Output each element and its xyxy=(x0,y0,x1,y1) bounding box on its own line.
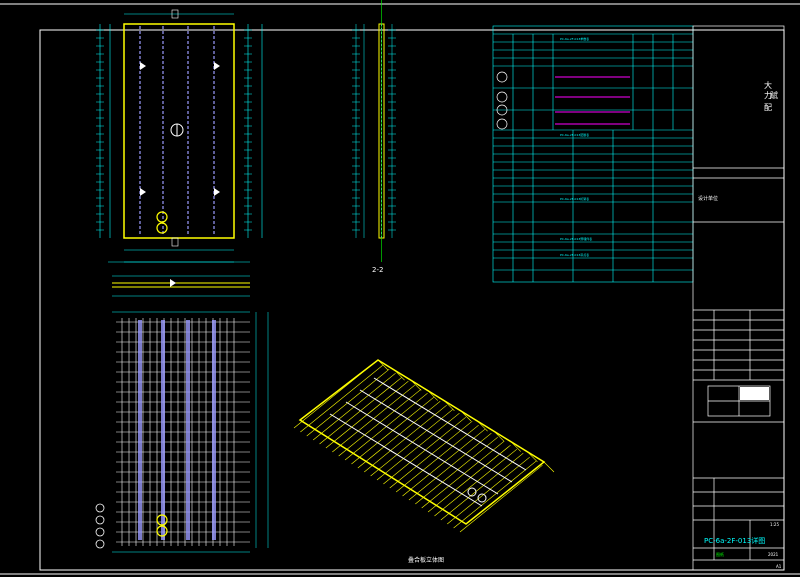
cad-line xyxy=(306,368,390,437)
cad-line xyxy=(440,452,524,521)
cad-line xyxy=(408,432,492,501)
rebar-plan-view xyxy=(95,311,269,553)
top-plan-view xyxy=(96,9,263,263)
cad-line xyxy=(477,420,488,432)
table4-title: PC-6a-2F-013预埋件表 xyxy=(560,236,592,241)
section-2-2-view: 2-2 xyxy=(352,0,396,274)
axonometric-view: 叠合板立体图 xyxy=(293,359,555,564)
cad-line xyxy=(444,400,455,412)
title-block-fill xyxy=(740,387,769,400)
cad-line xyxy=(394,369,405,381)
schedule-tables xyxy=(492,25,694,283)
cad-line xyxy=(427,390,439,401)
cad-line xyxy=(395,424,479,493)
cad-line xyxy=(543,461,555,473)
table5-title: PC-6a-2F-013吊点表 xyxy=(560,252,589,257)
cad-line xyxy=(459,464,543,533)
cad-line xyxy=(447,456,530,525)
cad-line xyxy=(293,360,377,429)
project-label: 设计单位 xyxy=(698,195,718,202)
table-bar-shapes xyxy=(555,76,630,125)
company-char-4: 配 xyxy=(764,103,772,112)
cad-line xyxy=(460,410,472,422)
table1-title: PC-6a-2F-013参数表 xyxy=(560,36,589,41)
table2-title: PC-6a-2F-013配筋表 xyxy=(560,132,589,137)
cad-line xyxy=(427,444,511,513)
cad-line xyxy=(421,440,505,509)
table-small-text: PC-6a-2F-013参数表 PC-6a-2F-013配筋表 PC-6a-2F… xyxy=(560,36,592,257)
table-circles xyxy=(496,71,508,130)
cad-line xyxy=(389,420,473,489)
company-char-2: 力 xyxy=(764,90,772,100)
version-value: A1 xyxy=(776,564,782,569)
cad-line xyxy=(410,380,422,391)
title-block xyxy=(692,25,785,571)
table3-title: PC-6a-2F-013桁架表 xyxy=(560,196,589,201)
axon-caption: 叠合板立体图 xyxy=(408,556,444,564)
drawing-number: PC-6a-2F-013详图 xyxy=(704,536,765,545)
cad-line xyxy=(364,404,447,473)
cad-line xyxy=(300,364,384,433)
bottom-tag: 图纸 xyxy=(716,551,724,557)
cad-line xyxy=(370,408,454,477)
cad-line xyxy=(402,428,486,497)
cad-line xyxy=(453,460,537,529)
section-label: 2-2 xyxy=(372,266,383,274)
cad-line xyxy=(434,448,518,517)
cad-line xyxy=(415,436,498,505)
cad-line xyxy=(493,431,505,442)
elevation-strip xyxy=(112,275,250,297)
scale-value: 1:25 xyxy=(770,522,779,527)
cad-line xyxy=(510,441,522,452)
cad-line xyxy=(376,412,460,481)
company-char-3: 赋 xyxy=(770,91,778,100)
company-char-1: 大 xyxy=(764,80,772,90)
cad-line xyxy=(383,416,467,485)
title-block-text: 大 力 赋 配 设计单位 PC-6a-2F-013详图 1:25 2021 A1… xyxy=(698,80,782,569)
cad-line xyxy=(377,359,389,371)
cad-line xyxy=(527,451,538,463)
sheet-value: 2021 xyxy=(768,552,779,557)
